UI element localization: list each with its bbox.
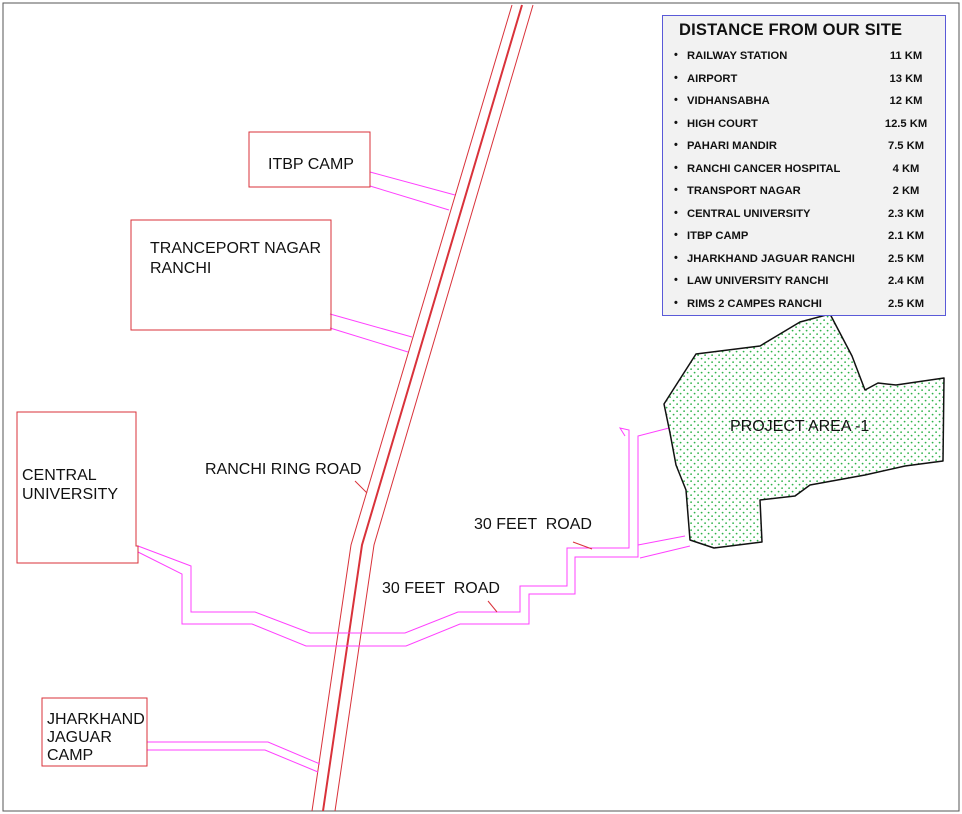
label-transport-nagar-line-1: TRANCEPORT NAGAR bbox=[150, 240, 321, 257]
distance-legend: DISTANCE FROM OUR SITE • RAILWAY STATION… bbox=[662, 15, 946, 316]
legend-item: • LAW UNIVERSITY RANCHI 2.4 KM bbox=[663, 272, 945, 295]
legend-item-name: TRANSPORT NAGAR bbox=[687, 185, 801, 197]
legend-item-distance: 11 KM bbox=[889, 50, 923, 62]
bullet-icon: • bbox=[674, 229, 678, 241]
feet-road-upper-leader bbox=[572, 541, 593, 550]
legend-item-name: LAW UNIVERSITY RANCHI bbox=[687, 275, 829, 287]
bullet-icon: • bbox=[674, 116, 678, 129]
legend-item-distance: 12.5 KM bbox=[884, 117, 928, 130]
legend-item-name: HIGH COURT bbox=[687, 117, 758, 130]
label-feet-road-upper: 30 FEET ROAD bbox=[474, 516, 592, 533]
transport-nagar-boundary bbox=[130, 219, 332, 331]
ring-road bbox=[311, 4, 534, 812]
label-central-university-line-2: UNIVERSITY bbox=[22, 486, 118, 503]
legend-item-distance: 2.4 KM bbox=[887, 275, 925, 287]
legend-item-name: RAILWAY STATION bbox=[687, 50, 788, 62]
legend-item-name: CENTRAL UNIVERSITY bbox=[687, 207, 811, 220]
label-jaguar-camp: JHARKHAND JAGUAR CAMP bbox=[47, 711, 149, 764]
legend-item: • VIDHANSABHA 12 KM bbox=[663, 92, 945, 115]
legend-item: • RANCHI CANCER HOSPITAL 4 KM bbox=[663, 160, 945, 183]
label-jaguar-camp-line-2: JAGUAR bbox=[47, 729, 112, 746]
legend-item: • ITBP CAMP 2.1 KM bbox=[663, 227, 945, 250]
thirty-feet-road bbox=[137, 427, 691, 647]
legend-item-distance: 12 KM bbox=[889, 95, 923, 107]
feet-road-lower-leader bbox=[487, 600, 498, 613]
ring-road-leader bbox=[354, 480, 368, 494]
bullet-icon: • bbox=[674, 251, 678, 264]
bullet-icon: • bbox=[674, 71, 678, 84]
legend-list: • RAILWAY STATION 11 KM • AIRPORT 13 KM … bbox=[663, 47, 945, 317]
legend-item-name: ITBP CAMP bbox=[687, 230, 749, 242]
legend-item-name: VIDHANSABHA bbox=[687, 95, 770, 107]
label-central-university-line-1: CENTRAL bbox=[22, 467, 97, 484]
access-road-transport-nagar bbox=[329, 313, 413, 353]
bullet-icon: • bbox=[674, 184, 678, 196]
label-itbp-camp-line: ITBP CAMP bbox=[268, 156, 354, 173]
label-jaguar-camp-line-1: JHARKHAND bbox=[47, 711, 145, 728]
label-central-university: CENTRAL UNIVERSITY bbox=[22, 467, 118, 503]
bullet-icon: • bbox=[674, 49, 678, 61]
legend-item-name: PAHARI MANDIR bbox=[687, 140, 777, 152]
legend-item: • AIRPORT 13 KM bbox=[663, 70, 945, 93]
label-itbp-camp: ITBP CAMP bbox=[268, 156, 354, 173]
legend-item-name: RIMS 2 CAMPES RANCHI bbox=[687, 297, 822, 310]
legend-item: • HIGH COURT 12.5 KM bbox=[663, 115, 945, 138]
bullet-icon: • bbox=[674, 161, 678, 174]
legend-item: • CENTRAL UNIVERSITY 2.3 KM bbox=[663, 205, 945, 228]
legend-item: • RAILWAY STATION 11 KM bbox=[663, 47, 945, 70]
legend-title: DISTANCE FROM OUR SITE bbox=[679, 21, 903, 39]
legend-item-distance: 2.3 KM bbox=[887, 207, 925, 220]
bullet-icon: • bbox=[674, 94, 678, 106]
bullet-icon: • bbox=[674, 206, 678, 219]
access-road-itbp bbox=[369, 171, 456, 211]
legend-item: • RIMS 2 CAMPES RANCHI 2.5 KM bbox=[663, 295, 945, 318]
legend-item: • JHARKHAND JAGUAR RANCHI 2.5 KM bbox=[663, 250, 945, 273]
itbp-camp-boundary bbox=[248, 131, 371, 188]
legend-item-distance: 2.5 KM bbox=[887, 297, 925, 310]
bullet-icon: • bbox=[674, 296, 678, 309]
legend-item-distance: 2.1 KM bbox=[887, 230, 925, 242]
bullet-icon: • bbox=[674, 274, 678, 286]
label-transport-nagar: TRANCEPORT NAGAR RANCHI bbox=[150, 240, 325, 277]
legend-item-name: JHARKHAND JAGUAR RANCHI bbox=[687, 252, 855, 265]
access-road-jaguar-camp bbox=[147, 741, 321, 773]
legend-item-name: AIRPORT bbox=[687, 72, 738, 85]
legend-item-distance: 2.5 KM bbox=[887, 252, 925, 265]
legend-item: • TRANSPORT NAGAR 2 KM bbox=[663, 182, 945, 205]
label-project-area: PROJECT AREA -1 bbox=[730, 418, 869, 435]
label-jaguar-camp-line-3: CAMP bbox=[47, 747, 93, 764]
bullet-icon: • bbox=[674, 139, 678, 151]
legend-item-distance: 13 KM bbox=[889, 72, 923, 85]
jaguar-camp-boundary bbox=[41, 697, 148, 767]
legend-item-name: RANCHI CANCER HOSPITAL bbox=[687, 162, 841, 175]
label-feet-road-lower: 30 FEET ROAD bbox=[382, 580, 500, 597]
legend-item-distance: 2 KM bbox=[892, 185, 920, 197]
legend-item-distance: 7.5 KM bbox=[887, 140, 925, 152]
legend-item: • PAHARI MANDIR 7.5 KM bbox=[663, 137, 945, 160]
legend-item-distance: 4 KM bbox=[892, 162, 920, 175]
label-ring-road: RANCHI RING ROAD bbox=[205, 461, 361, 478]
project-area-boundary bbox=[663, 313, 945, 549]
label-transport-nagar-line-2: RANCHI bbox=[150, 260, 211, 277]
central-university-boundary bbox=[16, 411, 139, 564]
